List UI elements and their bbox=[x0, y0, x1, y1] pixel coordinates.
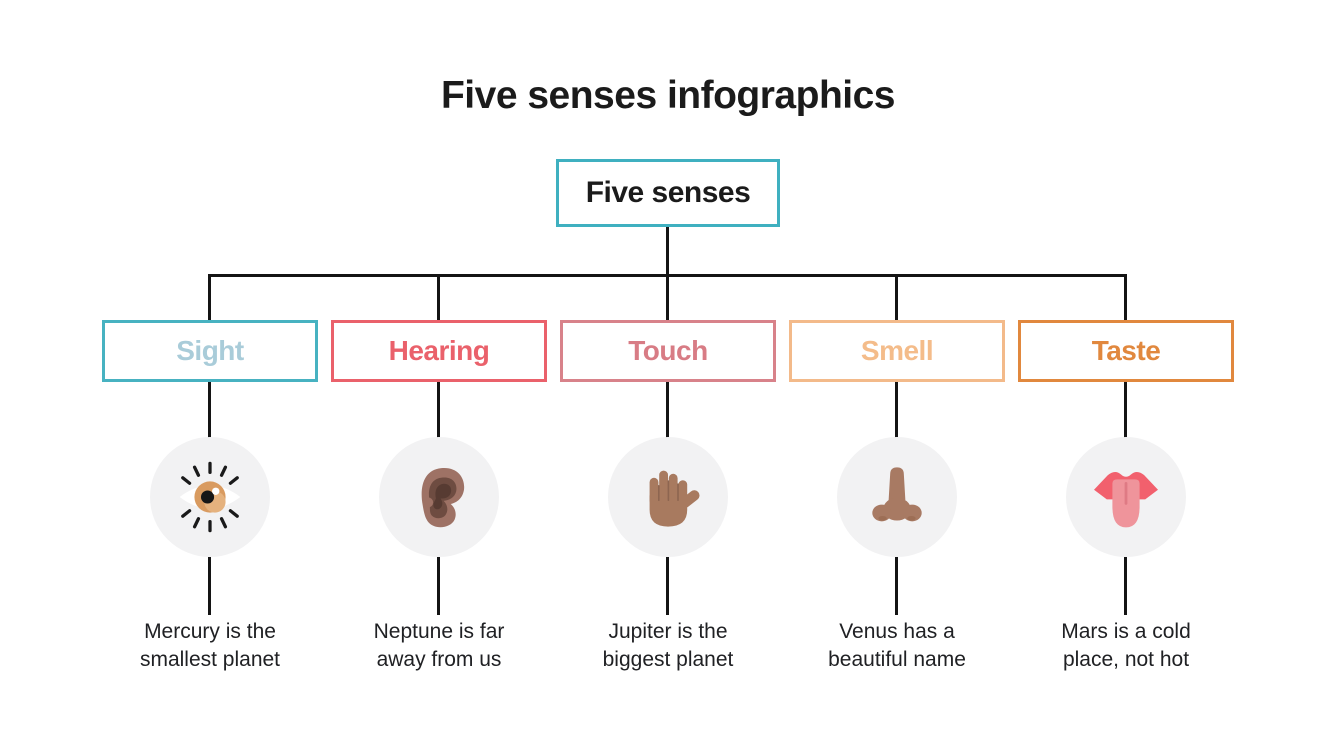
sense-box-sight: Sight bbox=[102, 320, 318, 382]
sense-box-smell: Smell bbox=[789, 320, 1005, 382]
sense-caption-smell: Venus has a beautiful name bbox=[828, 620, 966, 671]
sense-column-touch: Touch Jupiter is the b bbox=[558, 274, 778, 714]
sense-column-hearing: Hearing Neptune is far away from us bbox=[329, 274, 549, 714]
sense-label-sight: Sight bbox=[176, 335, 244, 366]
connector-drop bbox=[895, 274, 898, 322]
sense-column-taste: Taste Mars is a cold place, not hot bbox=[1016, 274, 1236, 714]
sense-label-taste: Taste bbox=[1091, 335, 1161, 366]
hand-icon bbox=[649, 470, 700, 527]
icon-circle-hearing bbox=[379, 437, 499, 557]
sense-label-hearing: Hearing bbox=[388, 335, 490, 366]
eye-icon bbox=[179, 461, 241, 533]
sense-label-smell: Smell bbox=[860, 335, 934, 366]
connector-stem bbox=[1124, 557, 1127, 615]
connector-stem bbox=[895, 557, 898, 615]
icon-circle-touch bbox=[608, 437, 728, 557]
connector-drop bbox=[208, 274, 211, 322]
connector-stem bbox=[208, 557, 211, 615]
nose-icon bbox=[872, 467, 922, 522]
connector-stem bbox=[437, 557, 440, 615]
root-node-label: Five senses bbox=[585, 176, 751, 209]
page-title: Five senses infographics bbox=[440, 74, 896, 117]
icon-circle-taste bbox=[1066, 437, 1186, 557]
sense-caption-hearing: Neptune is far away from us bbox=[373, 620, 505, 671]
connector-drop bbox=[1124, 274, 1127, 322]
connector-stem bbox=[1124, 382, 1127, 438]
connector-stem bbox=[437, 382, 440, 438]
sense-box-touch: Touch bbox=[560, 320, 776, 382]
sense-column-sight: Sight bbox=[100, 274, 320, 714]
sense-caption-touch: Jupiter is the biggest planet bbox=[602, 620, 734, 671]
sense-caption-taste: Mars is a cold place, not hot bbox=[1061, 620, 1191, 671]
sense-box-taste: Taste bbox=[1018, 320, 1234, 382]
connector-stem bbox=[208, 382, 211, 438]
root-node: Five senses bbox=[556, 159, 780, 227]
connector-stem bbox=[666, 382, 669, 438]
tongue-icon bbox=[1094, 471, 1158, 528]
sense-caption-sight: Mercury is the smallest planet bbox=[139, 620, 281, 671]
ear-icon bbox=[421, 467, 465, 528]
icon-circle-smell bbox=[837, 437, 957, 557]
connector-stem bbox=[666, 557, 669, 615]
sense-column-smell: Smell Venus has a beautiful name bbox=[787, 274, 1007, 714]
connector-stem bbox=[895, 382, 898, 438]
sense-box-hearing: Hearing bbox=[331, 320, 547, 382]
icon-circle-sight bbox=[150, 437, 270, 557]
connector-drop bbox=[666, 274, 669, 322]
connector-drop bbox=[437, 274, 440, 322]
sense-label-touch: Touch bbox=[628, 335, 708, 366]
